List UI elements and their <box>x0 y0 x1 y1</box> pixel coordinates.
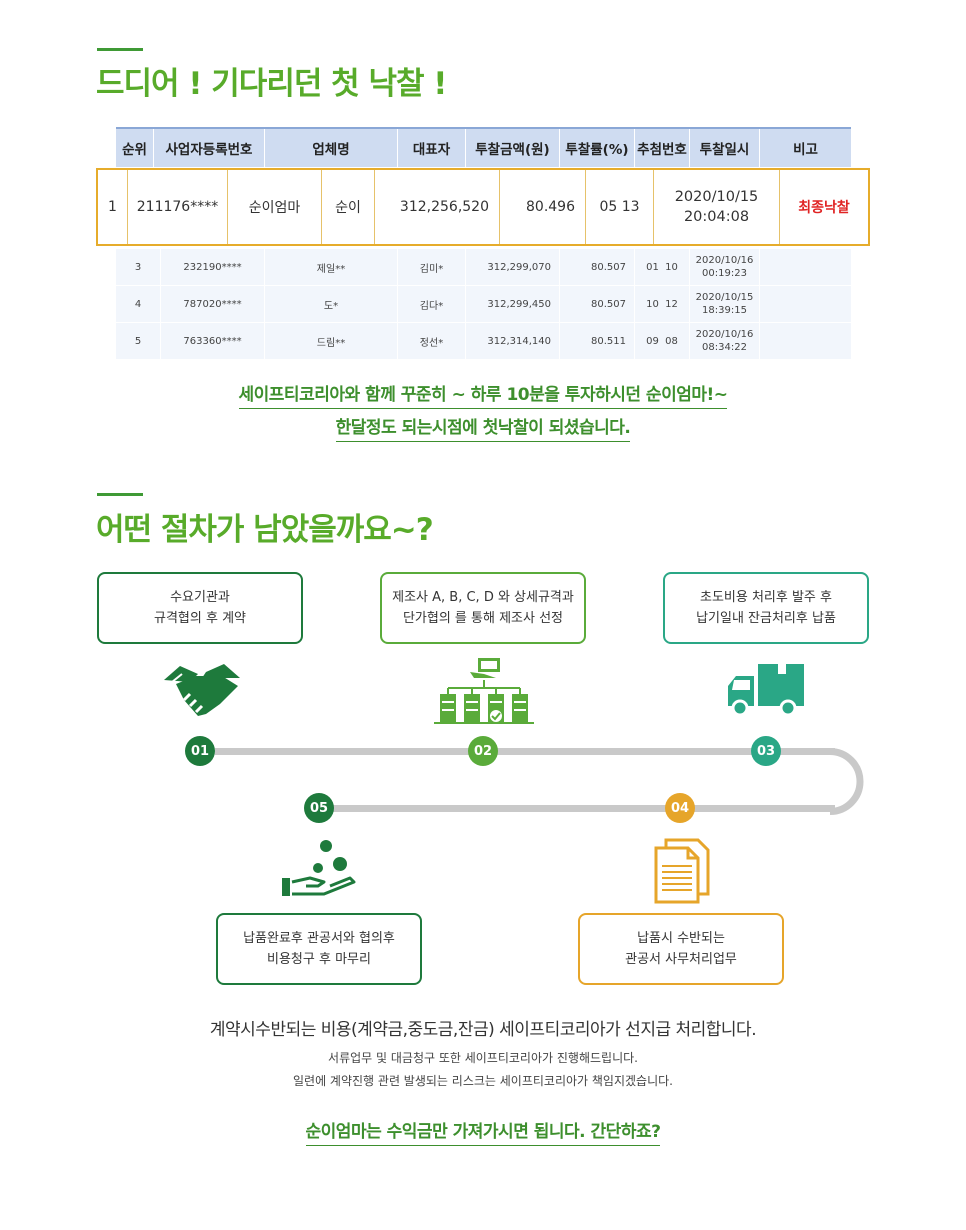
row-draw: 01 10 <box>635 249 690 285</box>
winner-company: 순이엄마 <box>228 170 322 244</box>
message-line-1-text: 세이프티코리아와 함께 꾸준히 ~ 하루 10분을 투자하시던 순이엄마!~ <box>238 385 728 409</box>
row-rank: 4 <box>116 286 161 322</box>
process-box-billing: 납품완료후 관공서와 협의후 비용청구 후 마무리 <box>216 913 422 985</box>
row-rank: 3 <box>116 249 161 285</box>
handshake-icon <box>164 664 240 716</box>
other-bids: 3 232190**** 제일** 김미* 312,299,070 80.507… <box>116 249 851 360</box>
row-rate: 80.507 <box>560 249 635 285</box>
row-biz-no: 232190**** <box>161 249 265 285</box>
row-biz-no: 763360**** <box>161 323 265 359</box>
row-note <box>760 286 851 322</box>
step-01-badge: 01 <box>185 736 215 766</box>
row-time: 00:19:23 <box>702 268 747 279</box>
row-biz-no: 787020**** <box>161 286 265 322</box>
row-date: 2020/10/16 <box>695 329 754 340</box>
row-draw: 10 12 <box>635 286 690 322</box>
row-datetime: 2020/10/15 18:39:15 <box>690 286 760 322</box>
table-row: 4 787020**** 도* 김다* 312,299,450 80.507 1… <box>116 286 851 322</box>
process-track-top <box>215 748 835 755</box>
delivery-truck-icon <box>728 664 804 717</box>
process-track-curve <box>830 748 864 815</box>
process-box-manufacturer: 제조사 A, B, C, D 와 상세규격과 단가협의 를 통해 제조사 선정 <box>380 572 586 644</box>
col-ceo: 대표자 <box>398 129 466 167</box>
winner-rank: 1 <box>98 170 128 244</box>
col-datetime: 투찰일시 <box>690 129 760 167</box>
section2-title: 어떤 절차가 남았을까요~? <box>96 512 434 548</box>
winner-datetime: 2020/10/15 20:04:08 <box>654 170 780 244</box>
row-ceo: 정선* <box>398 323 466 359</box>
col-rate: 투찰률(%) <box>560 129 635 167</box>
process-box-delivery: 초도비용 처리후 발주 후 납기일내 잔금처리후 납품 <box>663 572 869 644</box>
footer-closing: 순이엄마는 수익금만 가져가시면 됩니다. 간단하죠? <box>0 1117 966 1146</box>
step-02-badge: 02 <box>468 736 498 766</box>
step-05-badge: 05 <box>304 793 334 823</box>
row-company: 드림** <box>265 323 398 359</box>
row-amount: 312,299,070 <box>466 249 560 285</box>
row-datetime: 2020/10/16 00:19:23 <box>690 249 760 285</box>
section1-title: 드디어 ! 기다리던 첫 낙찰 ! <box>96 66 447 102</box>
row-rate: 80.511 <box>560 323 635 359</box>
message-line-2-text: 한달정도 되는시점에 첫낙찰이 되셨습니다. <box>335 418 631 442</box>
footer-sub-text-1: 서류업무 및 대금청구 또한 세이프티코리아가 진행해드립니다. <box>328 1051 638 1065</box>
row-ceo: 김다* <box>398 286 466 322</box>
row-draw: 09 08 <box>635 323 690 359</box>
winner-biz-no: 211176**** <box>128 170 228 244</box>
winner-note: 최종낙찰 <box>798 200 850 216</box>
row-datetime: 2020/10/16 08:34:22 <box>690 323 760 359</box>
step-03-badge: 03 <box>751 736 781 766</box>
coins-hand-icon <box>282 840 356 896</box>
col-amount: 투찰금액(원) <box>466 129 560 167</box>
section2-accent-bar <box>97 493 143 496</box>
process-box-paperwork: 납품시 수반되는 관공서 사무처리업무 <box>578 913 784 985</box>
row-date: 2020/10/16 <box>695 255 754 266</box>
row-rate: 80.507 <box>560 286 635 322</box>
winning-bid-row: 1 211176**** 순이엄마 순이 312,256,520 80.496 … <box>96 168 870 246</box>
table-row: 5 763360**** 드림** 정선* 312,314,140 80.511… <box>116 323 851 359</box>
row-date: 2020/10/15 <box>695 292 754 303</box>
documents-icon <box>654 838 710 904</box>
table-row: 3 232190**** 제일** 김미* 312,299,070 80.507… <box>116 249 851 285</box>
bid-table-header: 순위 사업자등록번호 업체명 대표자 투찰금액(원) 투찰률(%) 추첨번호 투… <box>116 127 851 167</box>
winner-ceo: 순이 <box>322 170 375 244</box>
winner-amount: 312,256,520 <box>375 170 500 244</box>
winner-rate: 80.496 <box>500 170 586 244</box>
manufacturer-network-icon <box>434 658 534 724</box>
process-box-billing-text: 납품완료후 관공서와 협의후 비용청구 후 마무리 <box>243 931 395 967</box>
row-rank: 5 <box>116 323 161 359</box>
row-company: 제일** <box>265 249 398 285</box>
row-amount: 312,299,450 <box>466 286 560 322</box>
row-note <box>760 249 851 285</box>
footer-main-text: 계약시수반되는 비용(계약금,중도금,잔금) 세이프티코리아가 선지급 처리합니… <box>209 1020 757 1040</box>
process-box-paperwork-text: 납품시 수반되는 관공서 사무처리업무 <box>625 931 737 967</box>
row-ceo: 김미* <box>398 249 466 285</box>
col-draw: 추첨번호 <box>635 129 690 167</box>
process-track-bottom <box>330 805 835 812</box>
process-box-contract: 수요기관과 규격협의 후 계약 <box>97 572 303 644</box>
row-amount: 312,314,140 <box>466 323 560 359</box>
footer-sub-text-2: 일련에 계약진행 관련 발생되는 리스크는 세이프티코리아가 책임지겠습니다. <box>293 1074 673 1088</box>
message-line-1: 세이프티코리아와 함께 꾸준히 ~ 하루 10분을 투자하시던 순이엄마!~ <box>0 380 966 409</box>
col-company: 업체명 <box>265 129 398 167</box>
row-time: 08:34:22 <box>702 342 747 353</box>
row-time: 18:39:15 <box>702 305 747 316</box>
row-note <box>760 323 851 359</box>
col-rank: 순위 <box>116 129 154 167</box>
winner-draw: 05 13 <box>586 170 654 244</box>
winner-time: 20:04:08 <box>683 209 750 225</box>
section1-accent-bar <box>97 48 143 51</box>
process-box-manufacturer-text: 제조사 A, B, C, D 와 상세규격과 단가협의 를 통해 제조사 선정 <box>392 590 574 626</box>
step-04-badge: 04 <box>665 793 695 823</box>
footer-closing-text: 순이엄마는 수익금만 가져가시면 됩니다. 간단하죠? <box>305 1122 661 1146</box>
process-box-contract-text: 수요기관과 규격협의 후 계약 <box>154 590 246 626</box>
row-company: 도* <box>265 286 398 322</box>
col-note: 비고 <box>793 142 818 158</box>
winner-date: 2020/10/15 <box>674 189 759 205</box>
message-line-2: 한달정도 되는시점에 첫낙찰이 되셨습니다. <box>0 413 966 442</box>
process-box-delivery-text: 초도비용 처리후 발주 후 납기일내 잔금처리후 납품 <box>696 590 836 626</box>
col-biz-no: 사업자등록번호 <box>154 129 265 167</box>
